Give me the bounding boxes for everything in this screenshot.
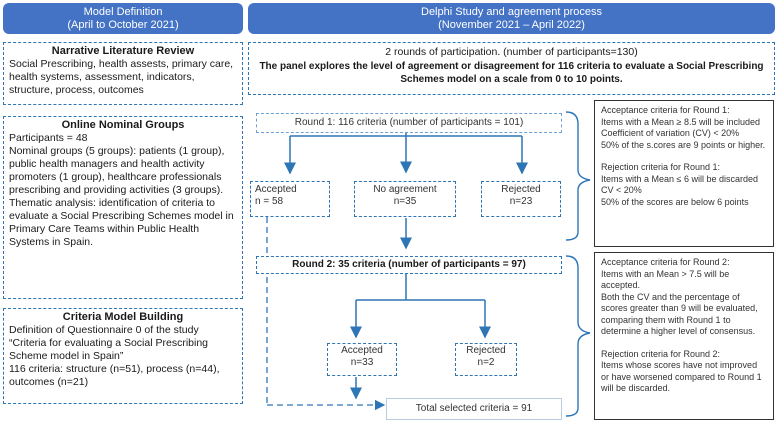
criteria-model-title: Criteria Model Building	[62, 311, 184, 323]
delphi-header: Delphi Study and agreement process (Nove…	[248, 3, 775, 34]
r2-rejected-count: n=2	[477, 357, 495, 368]
narrative-review-box: Narrative Literature Review Social Presc…	[3, 42, 243, 105]
r2-acceptance-cv: Both the CV and the percentage of scores…	[601, 291, 758, 337]
narrative-review-text: Social Prescribing, health assests, prim…	[9, 58, 234, 96]
nominal-participants: Participants = 48	[9, 132, 88, 144]
round1-label: Round 1: 116 criteria (number of partici…	[294, 117, 524, 128]
r1-rejection-scores: 50% of the scores are below 6 points	[601, 196, 749, 207]
round2-box: Round 2: 35 criteria (number of particip…	[256, 256, 562, 274]
r2-accepted-label: Accepted	[341, 345, 383, 356]
total-selected-label: Total selected criteria = 91	[415, 403, 533, 414]
r2-rejection-text: Items whose scores have not improved or …	[601, 360, 762, 393]
round2-criteria-box: Acceptance criteria for Round 2: Items w…	[594, 252, 774, 420]
r1-acceptance-cv: Coefficient of variation (CV) < 20%	[601, 128, 740, 138]
r1-noagreement-count: n=35	[393, 196, 417, 207]
r2-acceptance-title: Acceptance criteria for Round 2:	[601, 257, 730, 267]
r1-rejection-title: Rejection criteria for Round 1:	[601, 162, 721, 172]
r1-noagreement-label: No agreement	[373, 184, 437, 195]
round1-box: Round 1: 116 criteria (number of partici…	[256, 113, 562, 133]
narrative-review-title: Narrative Literature Review	[51, 45, 195, 57]
r1-noagreement-box: No agreement n=35	[354, 181, 456, 217]
model-definition-title: Model Definition	[83, 6, 163, 18]
r1-rejected-label: Rejected	[501, 184, 541, 195]
r1-rejected-box: Rejected n=23	[481, 181, 561, 217]
r2-rejection-title: Rejection criteria for Round 2:	[601, 348, 721, 359]
thematic-analysis: Thematic analysis: identification of cri…	[9, 197, 234, 248]
delphi-intro-box: 2 rounds of participation. (number of pa…	[248, 42, 775, 95]
r1-acceptance-title: Acceptance criteria for Round 1:	[601, 105, 730, 115]
criteria-model-box: Criteria Model Building Definition of Qu…	[3, 308, 243, 404]
r1-accepted-count: n = 58	[255, 196, 284, 207]
questionnaire-definition: Definition of Questionnaire 0 of the stu…	[9, 324, 209, 362]
criteria-breakdown: 116 criteria: structure (n=51), process …	[9, 363, 220, 388]
panel-description: The panel explores the level of agreemen…	[259, 61, 764, 85]
nominal-groups-detail: Nominal groups (5 groups): patients (1 g…	[9, 145, 225, 196]
total-selected-box: Total selected criteria = 91	[386, 398, 562, 420]
delphi-title: Delphi Study and agreement process	[421, 6, 602, 18]
r2-accepted-count: n=33	[350, 357, 374, 368]
r2-acceptance-mean: Items with an Mean > 7.5 will be accepte…	[601, 268, 730, 291]
r1-rejected-count: n=23	[509, 196, 533, 207]
r2-rejected-box: Rejected n=2	[455, 343, 517, 376]
round2-label: Round 2: 35 criteria (number of particip…	[292, 259, 526, 270]
nominal-groups-title: Online Nominal Groups	[61, 119, 185, 131]
r1-accepted-label: Accepted	[255, 184, 297, 195]
r2-accepted-box: Accepted n=33	[327, 343, 397, 376]
model-definition-dates: (April to October 2021)	[67, 19, 179, 31]
r1-acceptance-scores: 50% of the s.cores are 9 points or highe…	[601, 139, 766, 150]
r1-accepted-box: Accepted n = 58	[250, 181, 330, 217]
r1-acceptance-mean: Items with a Mean ≥ 8.5 will be included	[601, 116, 761, 127]
participation-rounds: 2 rounds of participation. (number of pa…	[385, 46, 638, 58]
nominal-groups-box: Online Nominal Groups Participants = 48 …	[3, 116, 243, 299]
delphi-dates: (November 2021 – April 2022)	[438, 19, 585, 31]
r1-rejection-mean: Items with a Mean ≤ 6 will be discarded …	[601, 173, 759, 196]
round1-criteria-box: Acceptance criteria for Round 1: Items w…	[594, 100, 774, 247]
r2-rejected-label: Rejected	[466, 345, 506, 356]
model-definition-header: Model Definition (April to October 2021)	[3, 3, 243, 34]
